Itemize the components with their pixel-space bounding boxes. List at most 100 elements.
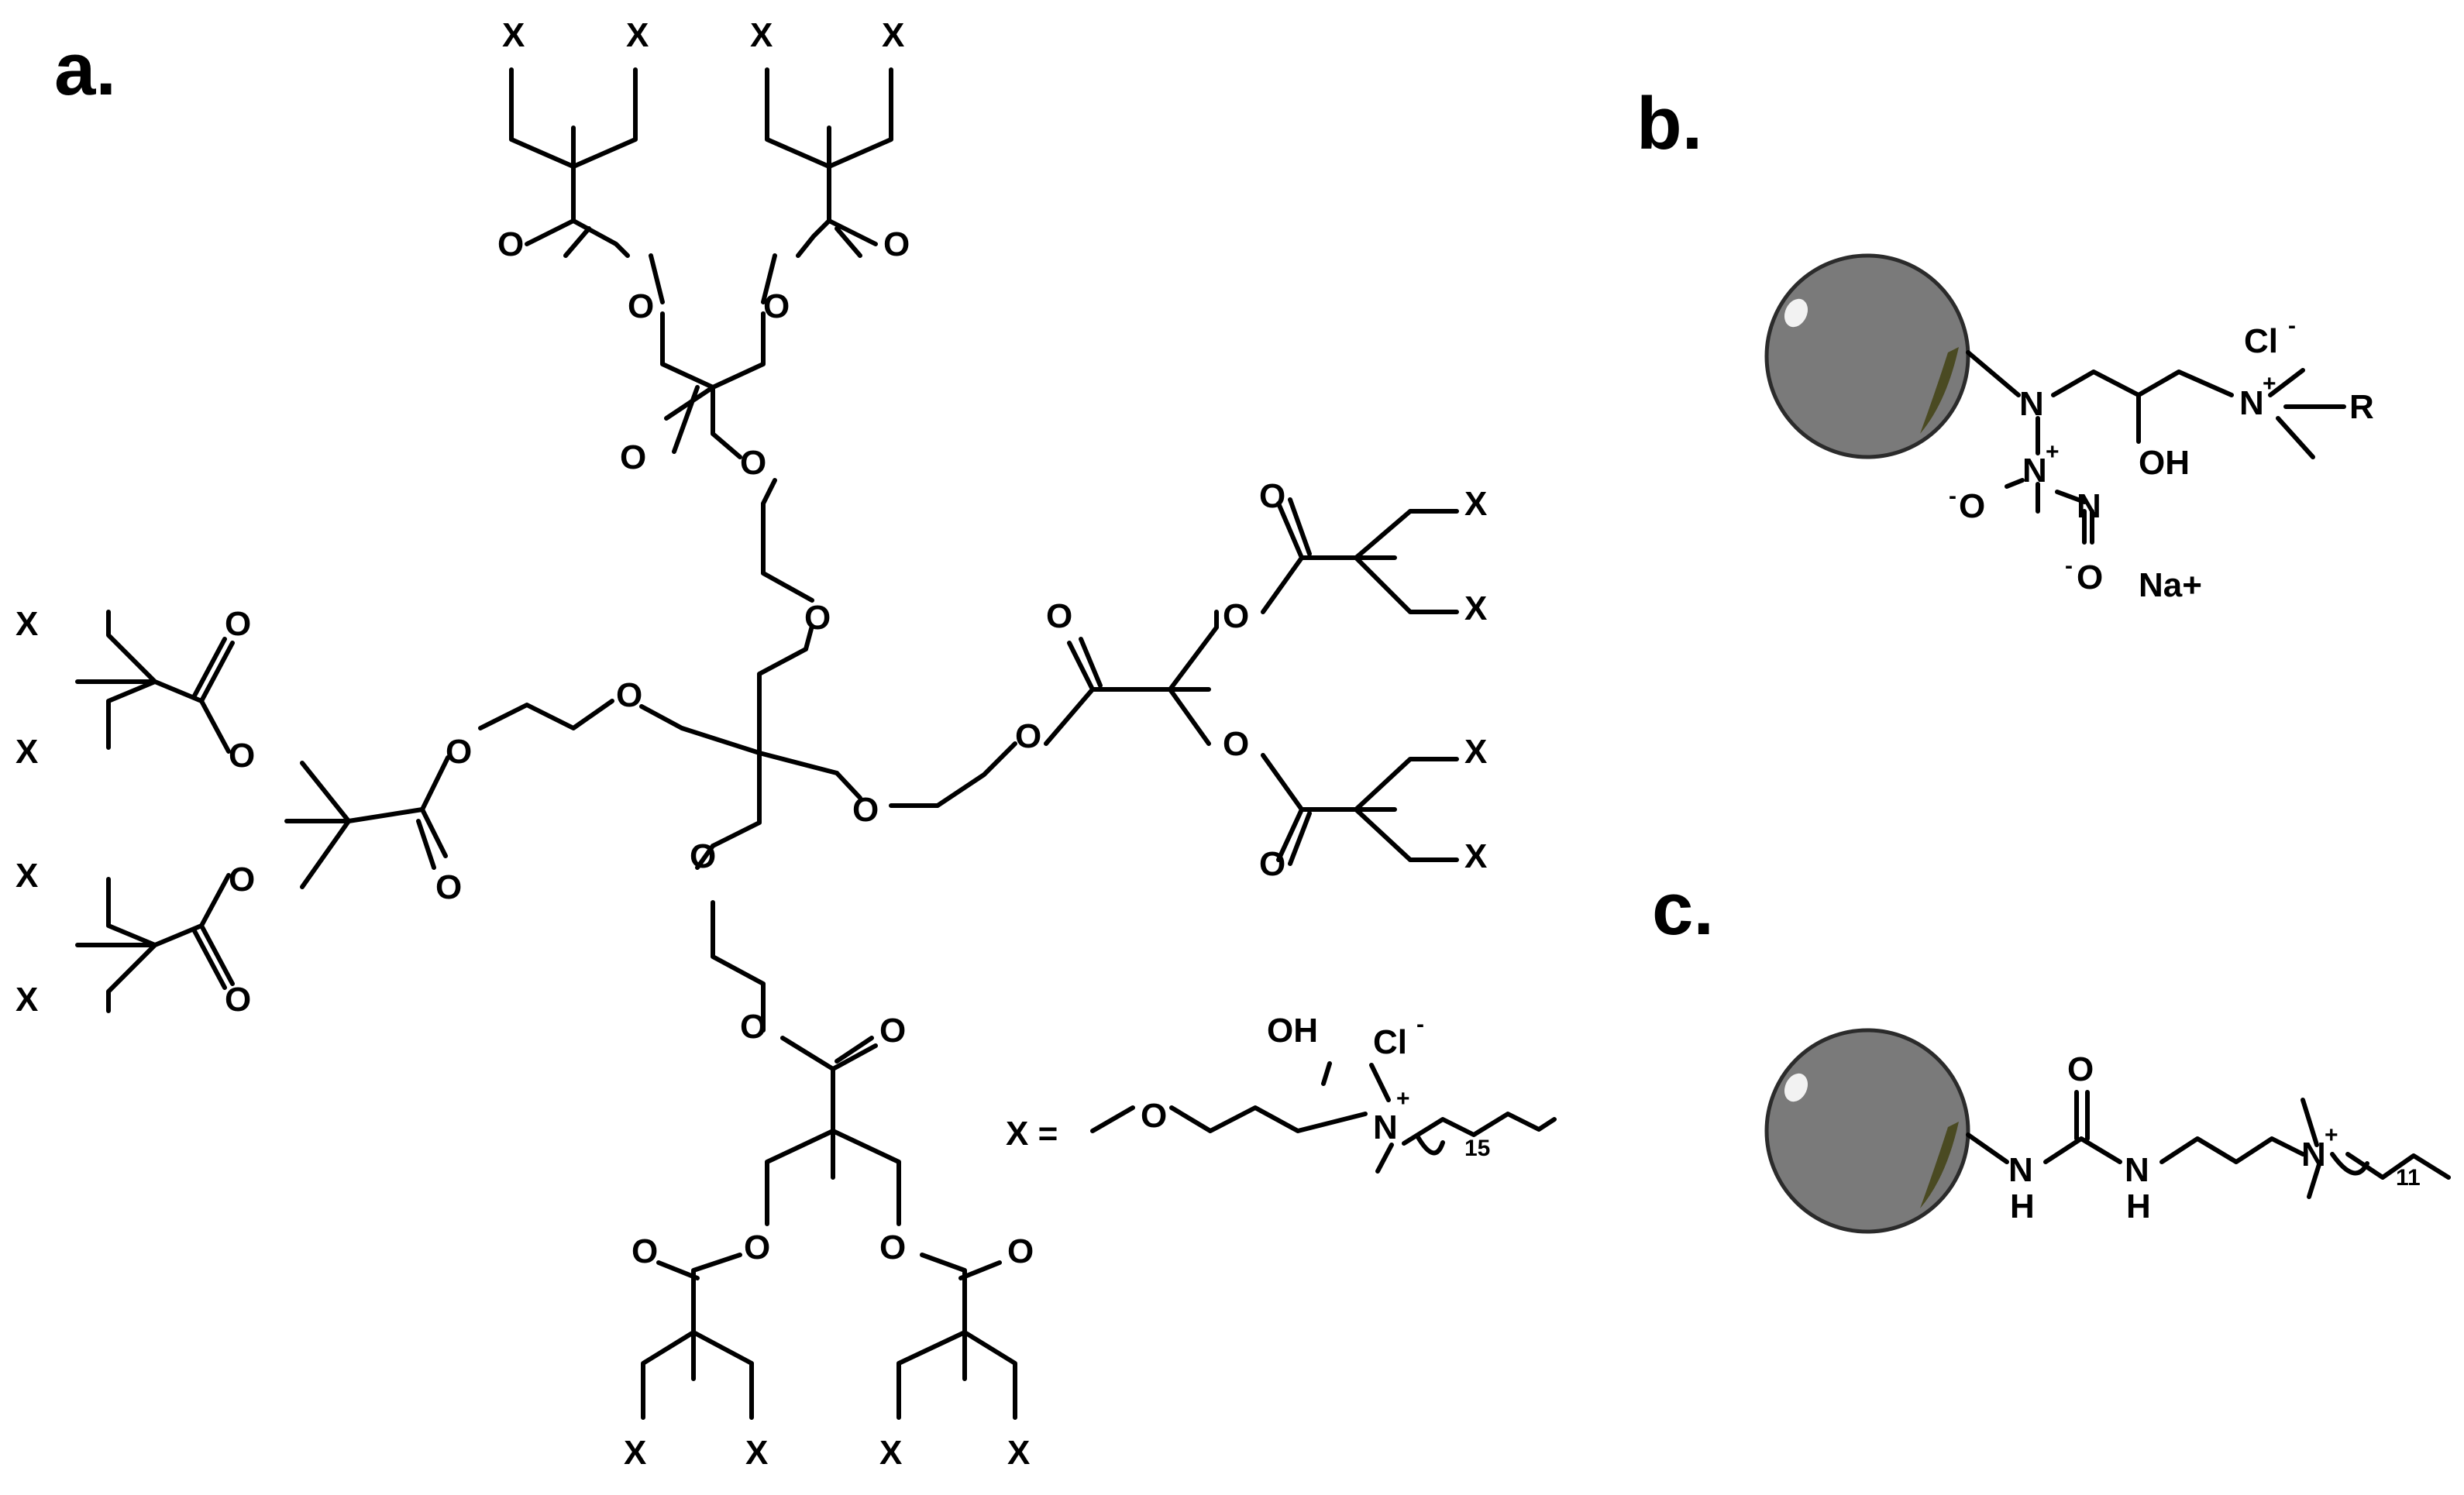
- panel-b-nitroso-plus: +: [2046, 439, 2060, 465]
- panel-c-nanoparticle-urea-ammonium: O N H N H N + 11: [1764, 1028, 2451, 1234]
- bottom-arm-ether-bonds: [695, 844, 766, 1033]
- oxygen: O: [225, 605, 251, 643]
- oxygen: O: [446, 733, 472, 771]
- x-def-oxygen: O: [1141, 1097, 1167, 1135]
- x-def-chloride-charge: -: [1416, 1012, 1424, 1037]
- top-left-branch: [509, 67, 638, 258]
- oxygen: O: [1259, 845, 1285, 883]
- oxygen: O: [883, 225, 910, 263]
- sphere-highlight: [1784, 298, 1808, 328]
- panel-c-bonds: [1966, 1090, 2451, 1199]
- panel-label-a: a.: [54, 28, 116, 111]
- panel-label-b: b.: [1636, 82, 1702, 165]
- panel-b-ammonium-plus: +: [2263, 371, 2276, 397]
- x-def-chloride: Cl: [1373, 1023, 1407, 1061]
- oxygen: O: [1259, 477, 1285, 515]
- panel-b-amine-nitrogen: N: [2019, 385, 2044, 423]
- right-arm-ether-bonds: [835, 741, 1017, 808]
- oxygen: O: [879, 1012, 906, 1050]
- panel-c-chain-bracket: [2330, 1152, 2369, 1176]
- dendrimer-bonds: [75, 67, 1459, 1420]
- oxygen: O: [1015, 717, 1041, 755]
- oxygen: O: [740, 444, 766, 482]
- x-group: X: [624, 1434, 646, 1472]
- oxygen: O: [1223, 597, 1249, 635]
- right-upper-branch: [1261, 497, 1459, 614]
- sphere-body: [1764, 1028, 1970, 1234]
- panel-b-ammonium-nitrogen: N: [2239, 384, 2264, 422]
- sphere-highlight: [1784, 1073, 1808, 1102]
- bottom-right-branch: [896, 1253, 1017, 1420]
- x-def-chain-bracket: [1416, 1135, 1445, 1156]
- panel-c-urea-nitrogen-1: N: [2008, 1151, 2033, 1189]
- panel-c-urea-hydrogen-1: H: [2010, 1187, 2035, 1225]
- x-definition-bonds: [1090, 1061, 1557, 1146]
- oxygen: O: [804, 599, 831, 637]
- x-def-plus-charge: +: [1396, 1086, 1410, 1112]
- panel-c-ammonium-plus: +: [2325, 1122, 2338, 1148]
- sphere-body: [1764, 253, 1970, 459]
- x-group: X: [882, 16, 904, 54]
- panel-c-urea-hydrogen-2: H: [2126, 1187, 2151, 1225]
- panel-b-chloride: Cl: [2244, 322, 2278, 360]
- panel-b-terminal-oxygen: O: [2077, 558, 2103, 596]
- panel-b-oxide-oxygen: O: [1959, 487, 1985, 525]
- sphere-shadow: [1920, 1122, 1959, 1208]
- top-gen-link: [649, 253, 777, 324]
- panel-b-r-group: R: [2349, 388, 2374, 426]
- panel-c-carbonyl-oxygen: O: [2067, 1050, 2094, 1088]
- nanoparticle-sphere-c: [1764, 1028, 1970, 1234]
- panel-b-bonds: [1966, 350, 2346, 545]
- bottom-ester-bonds: [765, 1036, 901, 1226]
- x-def-ammonium-nitrogen: N: [1373, 1108, 1398, 1146]
- x-group: X: [15, 857, 38, 895]
- oxygen: O: [229, 861, 255, 899]
- x-group: X: [745, 1434, 768, 1472]
- panel-label-c: c.: [1652, 868, 1714, 950]
- panel-b-nitroso-nitrogen: N: [2022, 452, 2047, 490]
- x-group: X: [502, 16, 525, 54]
- bottom-left-branch: [641, 1253, 754, 1420]
- nanoparticle-sphere-b: [1764, 253, 1970, 459]
- x-def-methyl-bonds: [1369, 1063, 1394, 1174]
- oxygen: O: [497, 225, 524, 263]
- left-arm-ether-bonds: [420, 699, 684, 812]
- x-group: X: [1464, 733, 1487, 771]
- x-group: X: [750, 16, 773, 54]
- oxygen: O: [744, 1229, 770, 1266]
- x-def-hydroxyl: OH: [1267, 1012, 1318, 1050]
- x-group: X: [1464, 589, 1487, 627]
- x-definition-label: X =: [1006, 1115, 1058, 1153]
- x-group: X: [15, 733, 38, 771]
- top-ester-bonds: [660, 311, 766, 459]
- panel-b-terminal-minus: -: [2065, 553, 2073, 579]
- oxygen: O: [229, 737, 255, 775]
- sphere-shadow: [1920, 347, 1959, 434]
- panel-b-nanoparticle-diazeniumdiolate: N OH N + Cl - R N + O - N O - Na+: [1764, 253, 2374, 604]
- oxygen: O: [1046, 597, 1072, 635]
- panel-b-oxide-minus: -: [1949, 483, 1956, 509]
- x-def-chain-subscript: 15: [1464, 1136, 1490, 1161]
- x-definition: X = O OH N + Cl - 15: [1006, 1012, 1557, 1174]
- oxygen: O: [628, 287, 654, 325]
- right-ester-bonds: [1044, 610, 1219, 746]
- core-bonds: [680, 647, 839, 848]
- panel-b-hydroxyl: OH: [2139, 444, 2190, 482]
- oxygen: O: [763, 287, 790, 325]
- oxygen: O: [225, 981, 251, 1019]
- x-group: X: [626, 16, 649, 54]
- left-ester-bonds: [284, 761, 448, 889]
- panel-b-chloride-minus: -: [2288, 313, 2296, 339]
- left-lower-branch: [75, 873, 235, 1013]
- x-group: X: [1464, 837, 1487, 875]
- oxygen: O: [631, 1232, 658, 1270]
- right-lower-branch: [1261, 753, 1459, 866]
- oxygen: O: [620, 438, 646, 476]
- panel-c-ammonium-nitrogen: N: [2301, 1136, 2326, 1174]
- panel-b-sodium-ion: Na+: [2139, 566, 2202, 604]
- panel-c-chain-subscript: 11: [2396, 1165, 2421, 1191]
- oxygen: O: [690, 837, 716, 875]
